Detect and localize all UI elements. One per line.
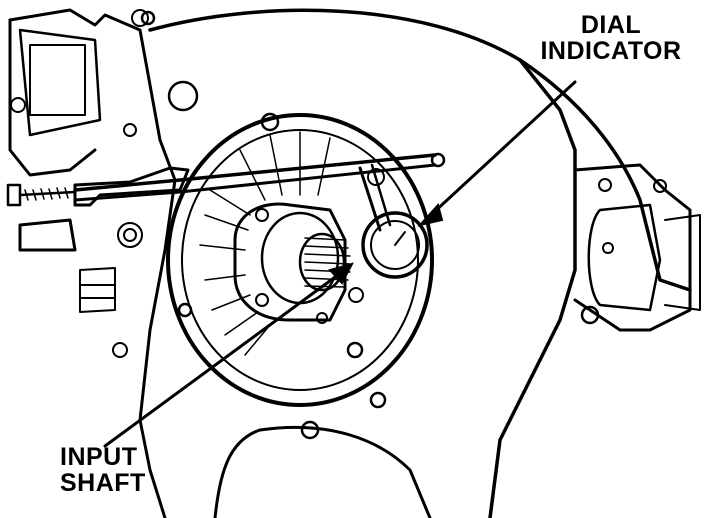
dial-indicator-arrowhead: [417, 202, 444, 227]
input-shaft-assembly: [233, 202, 351, 324]
input-shaft-label-line1: INPUT: [60, 443, 138, 471]
dial-indicator-label-line2: INDICATOR: [540, 37, 682, 65]
bell-housing: [140, 8, 692, 518]
callout-leaders: [103, 80, 577, 448]
dial-indicator-tool: [73, 152, 446, 303]
input-shaft-label-line2: SHAFT: [60, 469, 146, 497]
left-case: [6, 8, 177, 518]
right-casting: [573, 163, 701, 332]
input-shaft-label: INPUT SHAFT: [60, 444, 180, 496]
dial-indicator-label-line1: DIAL: [580, 11, 642, 39]
housing-opening: [166, 113, 434, 407]
dial-indicator-label: DIAL INDICATOR: [536, 12, 686, 64]
input-shaft-arrowhead: [328, 262, 354, 285]
